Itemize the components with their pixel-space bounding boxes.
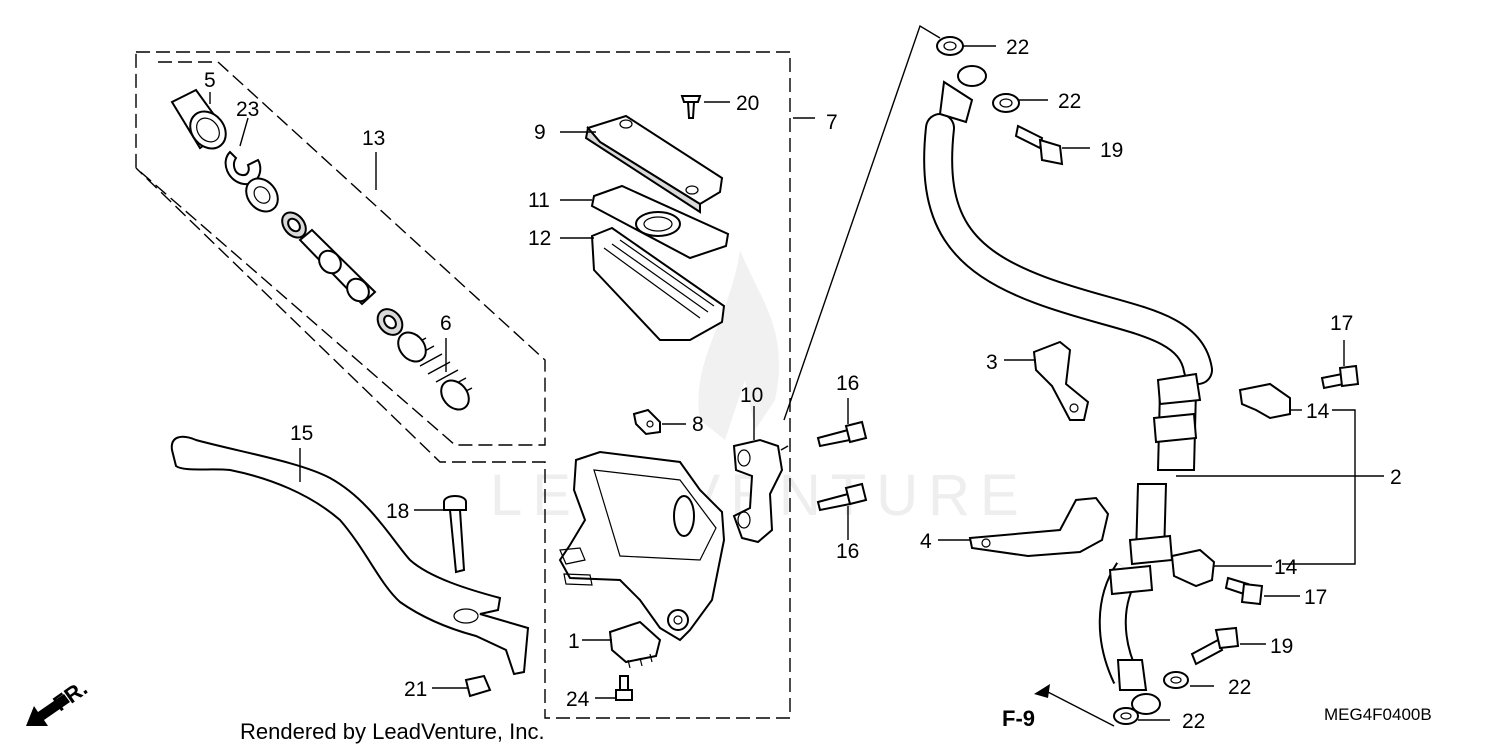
footer-credit: Rendered by LeadVenture, Inc. bbox=[240, 719, 545, 744]
sealing-washer-part bbox=[992, 93, 1020, 113]
screw-part bbox=[680, 95, 702, 119]
callout-5: 5 bbox=[204, 69, 216, 92]
callout-14-top: 14 bbox=[1306, 400, 1330, 423]
oil-bolt-part bbox=[1014, 124, 1064, 166]
leader-lines bbox=[209, 24, 1384, 727]
callout-24: 24 bbox=[566, 688, 590, 711]
piston-part bbox=[298, 228, 377, 306]
clip-bolt-part bbox=[1320, 364, 1360, 390]
switch-screw-part bbox=[615, 675, 633, 701]
hose-clip-part bbox=[1170, 548, 1216, 588]
diagram-code: MEG4F0400B bbox=[1324, 705, 1432, 724]
callout-16-bottom: 16 bbox=[836, 540, 859, 563]
callout-22-3: 22 bbox=[1228, 676, 1251, 699]
clip-part bbox=[632, 408, 661, 436]
callout-12: 12 bbox=[528, 227, 551, 250]
sealing-washer-part bbox=[1113, 707, 1139, 725]
callout-19-top: 19 bbox=[1100, 139, 1123, 162]
bolt-part bbox=[816, 482, 868, 512]
spring-part bbox=[397, 331, 473, 411]
hose-guide-part bbox=[968, 496, 1110, 558]
oil-bolt-part bbox=[1190, 626, 1240, 666]
callout-8: 8 bbox=[692, 413, 704, 436]
callout-19-bottom: 19 bbox=[1270, 635, 1293, 658]
callout-6: 6 bbox=[440, 312, 452, 335]
reference-label: F-9 bbox=[1002, 706, 1035, 731]
washer-part bbox=[245, 177, 279, 213]
callout-21: 21 bbox=[404, 678, 427, 701]
reservoir-plate-part bbox=[590, 184, 730, 260]
callout-14-bottom: 14 bbox=[1274, 556, 1298, 579]
hose-clip-part bbox=[1238, 382, 1291, 420]
pivot-bolt-part bbox=[443, 495, 467, 574]
callout-22-2: 22 bbox=[1058, 90, 1081, 113]
callout-17-bottom: 17 bbox=[1304, 586, 1327, 609]
callout-1: 1 bbox=[568, 630, 580, 653]
sealing-washer-part bbox=[1163, 671, 1189, 689]
hose-clamp-part bbox=[1032, 340, 1090, 421]
callout-16-top: 16 bbox=[836, 372, 859, 395]
brake-lever-part bbox=[170, 435, 530, 676]
reservoir-cap-part bbox=[584, 114, 724, 214]
boot-part bbox=[170, 88, 227, 150]
front-direction-indicator: FR. bbox=[26, 675, 92, 726]
callout-20: 20 bbox=[736, 92, 759, 115]
pivot-nut-part bbox=[464, 674, 492, 698]
callout-10: 10 bbox=[740, 384, 763, 407]
callout-4: 4 bbox=[920, 530, 932, 553]
primary-cup-part bbox=[376, 308, 404, 336]
callout-9: 9 bbox=[534, 121, 546, 144]
brake-switch-part bbox=[608, 620, 662, 669]
circlip-part bbox=[224, 150, 262, 186]
callout-7: 7 bbox=[826, 111, 838, 134]
callout-17-top: 17 bbox=[1330, 312, 1353, 335]
clip-bolt-part bbox=[1224, 576, 1264, 606]
piston-kit-outline bbox=[135, 52, 546, 446]
callout-2: 2 bbox=[1390, 466, 1402, 489]
diaphragm-part bbox=[590, 226, 726, 341]
piston-seal-part bbox=[281, 211, 307, 239]
bolt-part bbox=[816, 420, 868, 448]
holder-part bbox=[732, 438, 784, 544]
brake-hose-part bbox=[923, 65, 1213, 715]
callout-13: 13 bbox=[362, 127, 385, 150]
master-cylinder-outline bbox=[135, 51, 791, 719]
callout-22-1: 22 bbox=[1006, 36, 1029, 59]
callout-18: 18 bbox=[386, 500, 409, 523]
callout-22-4: 22 bbox=[1182, 710, 1205, 733]
master-cylinder-body bbox=[558, 450, 726, 642]
watermark-logo bbox=[698, 250, 780, 440]
callout-11: 11 bbox=[528, 189, 550, 212]
sealing-washer-part bbox=[936, 36, 964, 56]
callout-15: 15 bbox=[290, 422, 313, 445]
callout-3: 3 bbox=[986, 351, 998, 374]
callout-23: 23 bbox=[236, 98, 259, 121]
